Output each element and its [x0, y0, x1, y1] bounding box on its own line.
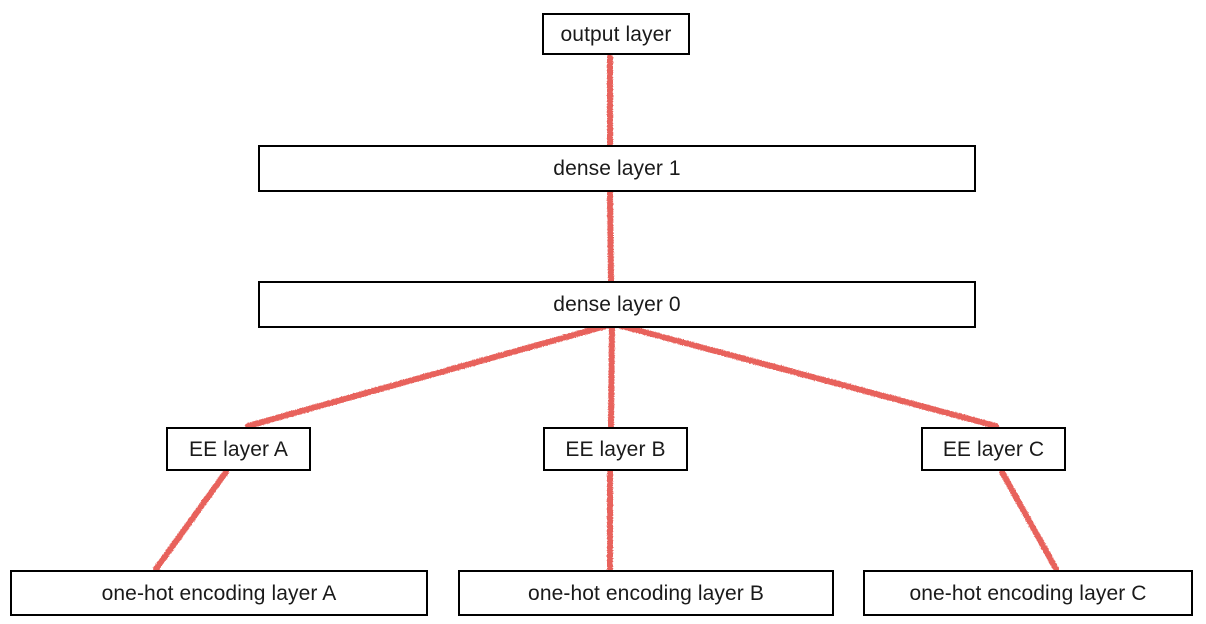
node-ee-layer-a-label: EE layer A: [188, 437, 289, 461]
node-ee-layer-c-label: EE layer C: [942, 437, 1045, 461]
node-onehot-layer-c-label: one-hot encoding layer C: [909, 581, 1147, 605]
edge-ohc-eec: [999, 469, 1059, 572]
node-ee-layer-b[interactable]: EE layer B: [543, 427, 688, 471]
edge-dense0-dense1: [607, 190, 614, 284]
node-output-layer[interactable]: output layer: [542, 13, 690, 55]
node-ee-layer-b-label: EE layer B: [565, 437, 666, 461]
node-dense-layer-1[interactable]: dense layer 1: [258, 145, 976, 192]
node-ee-layer-a[interactable]: EE layer A: [166, 427, 311, 471]
node-onehot-layer-a[interactable]: one-hot encoding layer A: [10, 570, 428, 616]
node-onehot-layer-a-label: one-hot encoding layer A: [101, 581, 337, 605]
edge-eea-dense0: [245, 321, 616, 429]
node-output-layer-label: output layer: [560, 22, 672, 46]
node-dense-layer-1-label: dense layer 1: [553, 157, 681, 180]
edge-eeb-dense0: [608, 321, 615, 429]
node-onehot-layer-b-label: one-hot encoding layer B: [528, 581, 764, 605]
edge-eec-dense0: [611, 321, 999, 429]
node-ee-layer-c[interactable]: EE layer C: [921, 427, 1066, 471]
edge-oha-eea: [153, 469, 229, 572]
node-dense-layer-0-label: dense layer 0: [553, 293, 681, 316]
node-onehot-layer-c[interactable]: one-hot encoding layer C: [863, 570, 1193, 616]
node-onehot-layer-b[interactable]: one-hot encoding layer B: [458, 570, 834, 616]
node-dense-layer-0[interactable]: dense layer 0: [258, 281, 976, 328]
